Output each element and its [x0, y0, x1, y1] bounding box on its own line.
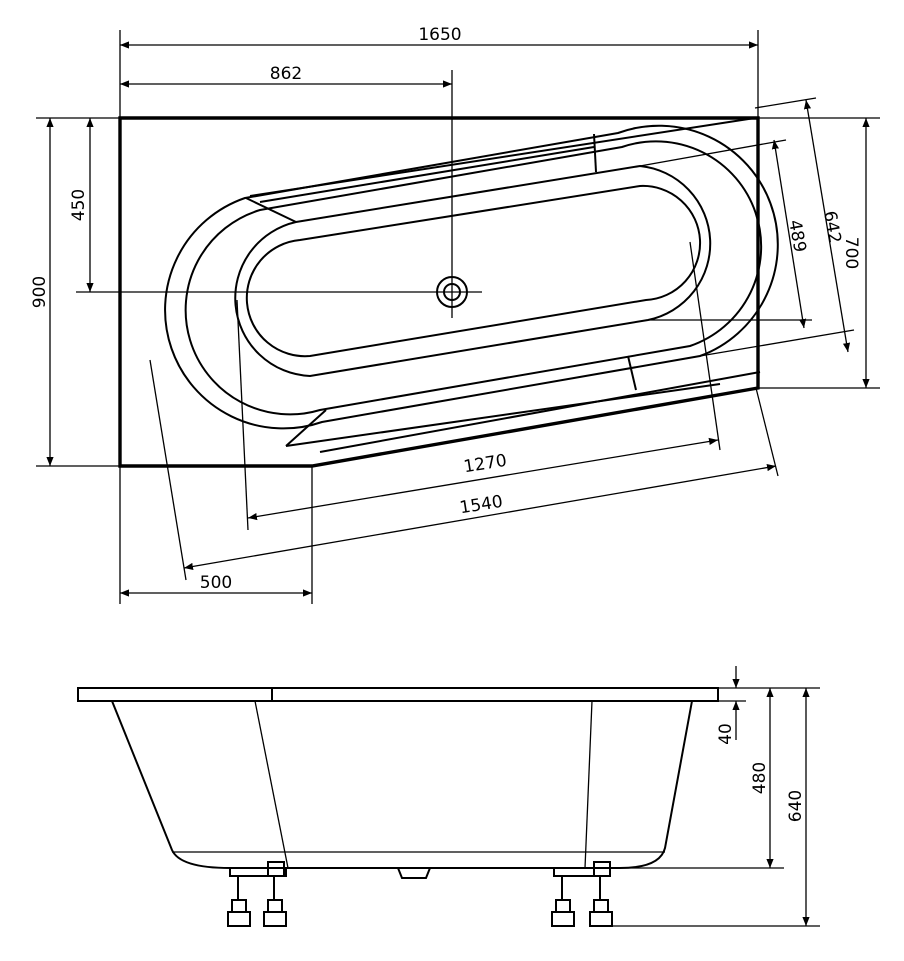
dim-depth-total: 900: [30, 276, 50, 308]
right-leg-frame: [551, 861, 613, 927]
rim-bottom-line: [285, 383, 721, 447]
dim-drain-depth: 450: [69, 189, 89, 221]
ext-line-642-bottom: [699, 329, 855, 357]
side-basin-body: [111, 700, 693, 869]
rim-tick-right-top: [593, 133, 597, 173]
rim-inner-capsule: [184, 140, 763, 416]
dim-outer-width: 642: [819, 209, 844, 244]
dim-line-inner-width: [771, 139, 807, 329]
tub-outline: [118, 116, 760, 468]
dim-total-height: 640: [786, 790, 806, 822]
dim-inner-width: 489: [784, 218, 809, 253]
side-drain: [397, 867, 431, 879]
dim-right-depth: 700: [841, 237, 861, 269]
basin-outer: [234, 164, 712, 378]
side-basin-fold-left: [254, 700, 289, 869]
basin-inner: [245, 184, 702, 358]
dim-line-outer-width: [803, 99, 851, 353]
ext-line-642-top: [754, 97, 817, 109]
ext-line-1270-right: [689, 241, 721, 451]
rim-tick-right-bottom: [627, 355, 637, 391]
dim-left-offset: 500: [200, 573, 232, 593]
dim-rim-thickness: 40: [716, 723, 736, 745]
rim-top-line-2: [259, 146, 595, 203]
rim-tick-left-top: [245, 197, 297, 223]
plan-view: 1650 862 900 450 700 489 642 1270: [30, 25, 880, 604]
dim-width-total: 1650: [418, 25, 461, 45]
dim-basin-depth: 480: [750, 762, 770, 794]
dim-drain-offset: 862: [270, 64, 302, 84]
side-basin-fold-right: [584, 700, 593, 869]
dim-line-outer-length: [183, 463, 777, 571]
side-view: 40 480 640: [77, 666, 820, 927]
side-rim: [77, 687, 719, 702]
ext-line-1270-left: [236, 299, 249, 531]
left-leg-frame: [227, 861, 287, 927]
ext-line-1540-left: [149, 359, 187, 581]
ext-line-489-top: [639, 139, 787, 167]
dim-inner-length: 1270: [462, 451, 508, 478]
rim-top-line: [249, 117, 756, 197]
ext-line-1540-right: [755, 387, 779, 477]
